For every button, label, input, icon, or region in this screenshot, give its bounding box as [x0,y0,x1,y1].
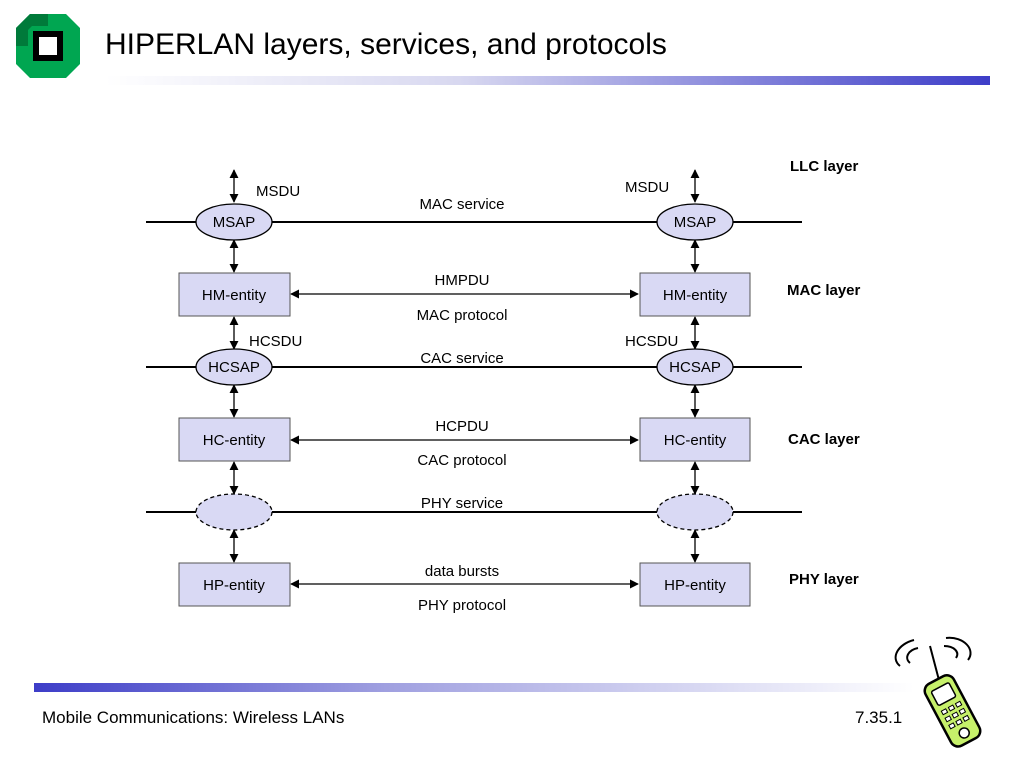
hcpdu-label: HCPDU [435,418,488,435]
phone-body [923,674,982,748]
signal-wave-right-outer [945,636,972,661]
right-hc-entity-box [639,417,751,462]
signal-wave-left-outer [894,639,915,667]
left-msap-ellipse [195,203,273,241]
cac-layer-label: CAC layer [788,431,860,448]
signal-wave-left-inner [906,647,919,664]
right-hcsap-ellipse [656,348,734,386]
right-hcsdu-label: HCSDU [625,333,678,350]
left-phy-sap-ellipse [195,493,273,531]
right-msap-ellipse [656,203,734,241]
left-hm-entity-label: HM-entity [202,287,267,304]
left-hp-entity-box [178,562,291,607]
right-hp-entity-label: HP-entity [664,577,726,594]
cac-service-label: CAC service [420,350,503,367]
cac-protocol-label: CAC protocol [417,452,506,469]
right-hm-entity-box [639,272,751,317]
left-hc-entity-label: HC-entity [203,432,266,449]
mac-layer-label: MAC layer [787,282,861,299]
university-logo [16,14,80,78]
right-hp-entity-box [639,562,751,607]
hmpdu-label: HMPDU [435,272,490,289]
left-hm-entity-box [178,272,291,317]
llc-layer-label: LLC layer [790,158,859,175]
title-underline-bar [105,76,990,85]
left-hcsap-ellipse [195,348,273,386]
slide-title: HIPERLAN layers, services, and protocols [105,28,667,61]
mac-service-label: MAC service [419,196,504,213]
left-msap-label: MSAP [213,214,256,231]
signal-wave-right-inner [943,645,959,659]
right-hm-entity-label: HM-entity [663,287,728,304]
left-hcsap-label: HCSAP [208,359,260,376]
right-hcsap-label: HCSAP [669,359,721,376]
logo-shade [16,14,48,46]
left-hp-entity-label: HP-entity [203,577,265,594]
right-hc-entity-label: HC-entity [664,432,727,449]
phy-layer-label: PHY layer [789,571,859,588]
data-bursts-label: data bursts [425,563,499,580]
footer-course-title: Mobile Communications: Wireless LANs [42,708,345,727]
left-hc-entity-box [178,417,291,462]
footer-slide-number: 7.35.1 [855,708,903,727]
logo-inner-white [39,37,57,55]
footer-bar [34,683,914,692]
right-phy-sap-ellipse [656,493,734,531]
left-hcsdu-label: HCSDU [249,333,302,350]
right-msdu-label: MSDU [625,179,669,196]
phy-service-label: PHY service [421,495,503,512]
mac-protocol-label: MAC protocol [417,307,508,324]
mobile-phone-clipart-icon [894,636,982,748]
right-msap-label: MSAP [674,214,717,231]
left-msdu-label: MSDU [256,183,300,200]
phy-protocol-label: PHY protocol [418,597,506,614]
